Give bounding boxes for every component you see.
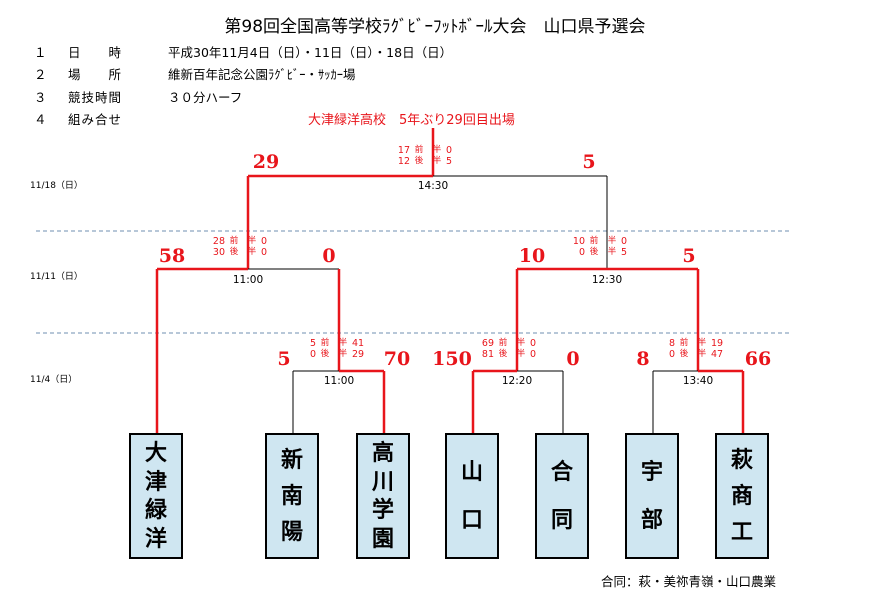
match-time-final: 14:30 [417, 180, 449, 192]
score-semi-left-right: 0 [322, 245, 336, 267]
date-label-semi: 11/11（日） [30, 272, 83, 282]
score-r1b-left: 150 [432, 348, 472, 370]
footnote-joint-team: 合同：萩・美祢青嶺・山口農業 [601, 574, 777, 589]
score-r1a-left: 5 [277, 348, 291, 370]
team-box-godo: 合同 [535, 433, 589, 559]
date-label-first-round: 11/4（日） [30, 375, 78, 385]
team-box-hagi-shoko: 萩商工 [715, 433, 769, 559]
match-time-r1c: 13:40 [682, 375, 714, 387]
score-final-right: 5 [582, 151, 596, 173]
score-r1b-right: 0 [566, 348, 580, 370]
score-semi-left-left: 58 [158, 245, 186, 267]
score-r1c-left: 8 [636, 348, 650, 370]
score-semi-right-right: 5 [682, 245, 696, 267]
score-semi-right-left: 10 [518, 245, 546, 267]
match-time-semi-right: 12:30 [591, 274, 623, 286]
champion-note: 大津緑洋高校 5年ぶり29回目出場 [308, 113, 515, 128]
score-final-left: 29 [252, 151, 280, 173]
page-title: 第98回全国高等学校ﾗｸﾞﾋﾞｰﾌｯﾄﾎﾞｰﾙ大会 山口県予選会 [224, 17, 646, 37]
team-box-shinnanyo: 新南陽 [265, 433, 319, 559]
team-box-otsu-ryokuyo: 大津緑洋 [129, 433, 183, 559]
score-r1a-right: 70 [383, 348, 411, 370]
match-time-r1b: 12:20 [501, 375, 533, 387]
date-label-final: 11/18（日） [30, 181, 83, 191]
match-time-semi-left: 11:00 [232, 274, 264, 286]
team-box-takagawa-gakuen: 高川学園 [356, 433, 410, 559]
team-box-ube: 宇部 [625, 433, 679, 559]
match-time-r1a: 11:00 [323, 375, 355, 387]
team-box-yamaguchi: 山口 [445, 433, 499, 559]
score-r1c-right: 66 [744, 348, 772, 370]
